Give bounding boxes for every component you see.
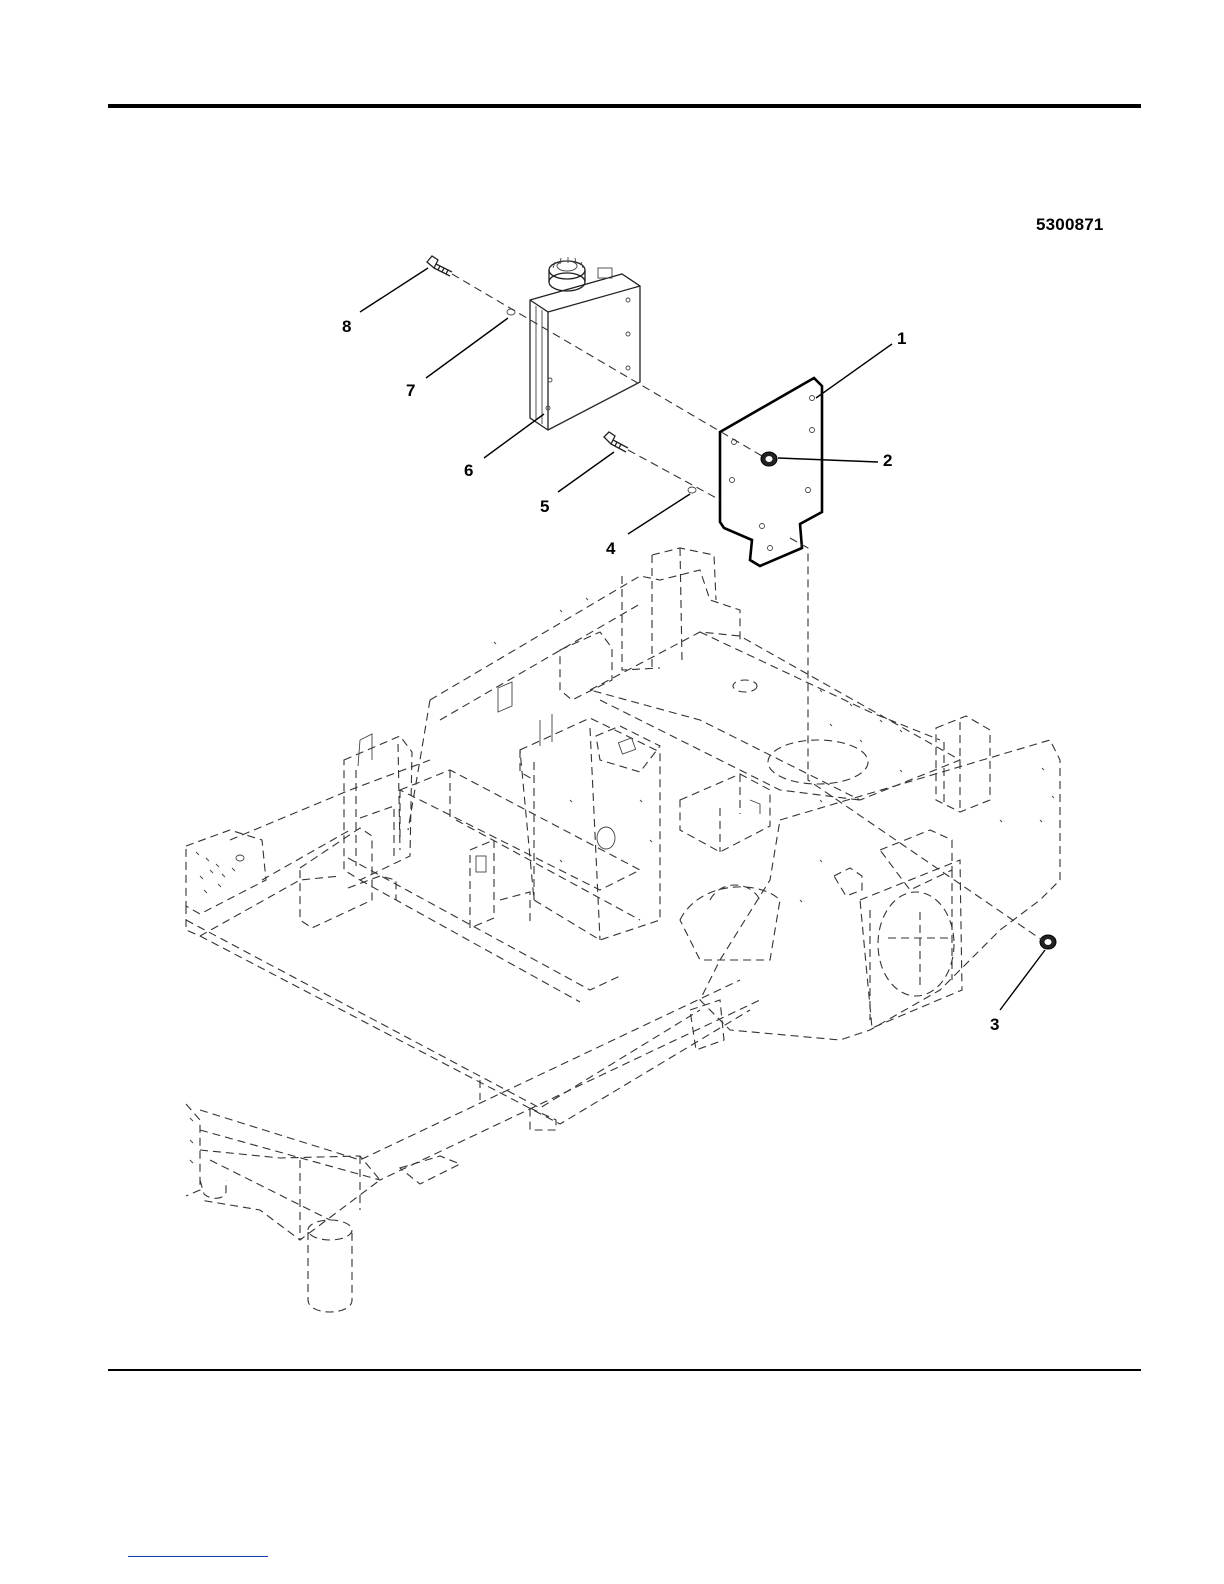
mounting-plate [720,378,822,566]
callout-7: 7 [406,318,508,400]
callout-6: 6 [464,414,544,480]
callout-5: 5 [540,452,614,516]
chassis-frame [186,548,1060,1312]
svg-text:5: 5 [540,497,549,516]
footer-rule [108,1369,1141,1371]
svg-text:6: 6 [464,461,473,480]
bolt-item-5 [604,432,628,452]
callout-3: 3 [990,950,1045,1034]
callout-1: 1 [816,329,906,398]
assembly-centerlines [452,274,1042,940]
svg-text:3: 3 [990,1015,999,1034]
callout-8: 8 [342,268,428,336]
svg-text:7: 7 [406,381,415,400]
nut-item-2 [761,452,777,466]
svg-text:4: 4 [606,539,616,558]
footer-link-underline[interactable] [128,1556,268,1557]
svg-text:1: 1 [897,329,906,348]
bolt-item-8 [427,256,452,276]
fuel-tank [530,257,640,430]
washer-item-4 [688,487,696,493]
svg-text:2: 2 [883,451,892,470]
svg-text:8: 8 [342,317,351,336]
nut-item-3 [1040,935,1056,949]
